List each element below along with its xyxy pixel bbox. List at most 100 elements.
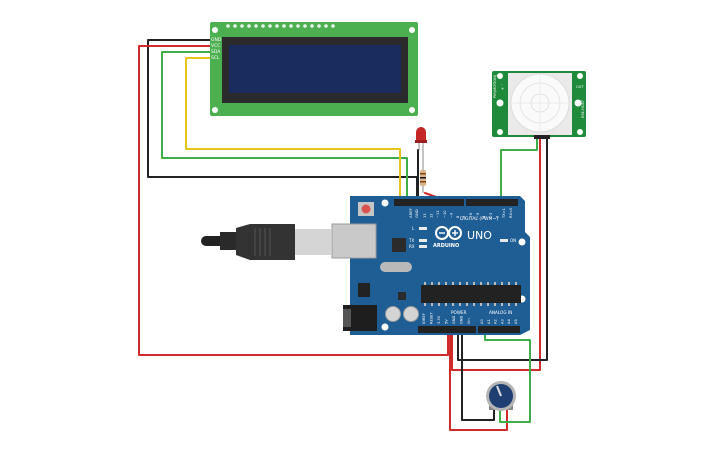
- analog-pin-label-2: A2: [494, 319, 498, 324]
- analog-in-label: ANALOG IN: [489, 310, 512, 315]
- led-l-label: L: [412, 226, 415, 231]
- power-pin-label-5: GND: [460, 316, 464, 324]
- wire-pot-wiper[interactable]: [484, 329, 531, 423]
- led-l: [419, 227, 427, 230]
- lcd-screen: [229, 45, 401, 93]
- digital-header-label: DIGITAL (PWM~): [460, 216, 498, 222]
- digital-pin-label-9: 4: [482, 215, 486, 218]
- mount-hole: [409, 27, 415, 33]
- potentiometer[interactable]: [486, 381, 516, 411]
- wire-lcd-scl[interactable]: [185, 57, 401, 203]
- aref-label: AREF: [408, 208, 413, 218]
- mount-hole: [574, 99, 582, 107]
- pir-pin-out-label: OUT: [576, 85, 584, 89]
- analog-pin-label-4: A4: [507, 319, 511, 324]
- resistor[interactable]: [420, 165, 426, 193]
- analog-pin-label-0: A0: [480, 319, 484, 324]
- power-pin-label-1: RESET: [430, 312, 434, 324]
- mount-hole: [577, 73, 583, 79]
- pir-pin-header: [534, 135, 550, 139]
- lcd-module[interactable]: GND VCC SDA SCL: [210, 22, 418, 116]
- lcd-header-pins: [226, 24, 335, 28]
- lcd-pin-vcc-label: VCC: [211, 43, 220, 49]
- wire-lcd-sda[interactable]: [161, 51, 408, 203]
- capacitor: [385, 306, 401, 322]
- mount-hole: [212, 107, 218, 113]
- analog-pin-label-1: A1: [487, 319, 491, 324]
- wire-pot-vcc[interactable]: [449, 329, 508, 431]
- digital-pin-label-1: 12: [430, 213, 434, 218]
- pir-right-label: ESE-HC87: [581, 100, 585, 118]
- red-led[interactable]: [415, 127, 427, 165]
- led-tx: [419, 239, 427, 242]
- crystal-oscillator: [380, 262, 412, 272]
- mount-hole: [496, 99, 504, 107]
- wire-pir-gnd[interactable]: [457, 137, 548, 361]
- mount-hole: [577, 129, 583, 135]
- pir-pin-gnd-label: -: [501, 82, 503, 87]
- mount-hole: [381, 199, 389, 207]
- lcd-pin-gnd-label: GND: [211, 37, 222, 43]
- pot-knob-indicator: [496, 385, 502, 397]
- analog-pin-label-5: A5: [514, 319, 518, 324]
- power-label: POWER: [451, 310, 467, 315]
- digital-pin-label-7: ~6: [469, 212, 473, 218]
- digital-pin-label-12: TX>1: [502, 208, 506, 219]
- power-pin-label-6: Vin: [467, 318, 471, 324]
- lcd-pin-sda-label: SDA: [211, 49, 221, 55]
- mount-hole: [518, 238, 526, 246]
- digital-pin-label-5: 8: [456, 215, 460, 218]
- digital-pin-label-10: ~3: [489, 213, 493, 218]
- led-rx: [419, 245, 427, 248]
- digital-header-right[interactable]: [466, 199, 518, 206]
- pir-pin-vcc-label: +: [501, 86, 504, 91]
- digital-pin-label-11: 2: [496, 216, 500, 218]
- digital-header-left[interactable]: [394, 199, 464, 206]
- usb-b-jack: [331, 223, 377, 259]
- analog-header[interactable]: [478, 326, 520, 333]
- atmega-chip: [421, 282, 521, 306]
- digital-pin-label-4: ~9: [449, 212, 453, 218]
- arduino-logo-icon: [435, 226, 462, 240]
- usb-controller-chip: [392, 238, 406, 252]
- led-rx-label: RX: [409, 244, 415, 249]
- voltage-regulator: [358, 283, 370, 297]
- usb-cable[interactable]: [201, 224, 331, 260]
- wire-pot-gnd[interactable]: [461, 329, 495, 421]
- mount-hole: [409, 107, 415, 113]
- led-tx-label: TX: [408, 238, 414, 243]
- pir-sensor[interactable]: PIR(MOTION) ESE-HC87 + OUT -: [492, 71, 586, 139]
- digital-pin-label-2: ~11: [436, 210, 440, 218]
- wire-lcd-vcc[interactable]: [138, 45, 449, 356]
- usb-plug-metal: [295, 229, 331, 255]
- power-pin-label-0: IOREF: [422, 313, 426, 324]
- brand-label: ARDUINO: [433, 243, 459, 249]
- lcd-pin-scl-label: SCL: [211, 55, 220, 61]
- mount-hole: [497, 73, 503, 79]
- capacitor: [403, 306, 419, 322]
- wire-pir-out[interactable]: [500, 137, 538, 203]
- analog-pin-label-3: A3: [500, 319, 504, 324]
- mount-hole: [212, 27, 218, 33]
- pir-left-label: PIR(MOTION): [493, 74, 497, 98]
- digital-pin-label-8: ~5: [476, 213, 480, 218]
- small-chip: [398, 292, 406, 300]
- power-pin-label-4: GND: [452, 316, 456, 324]
- wire-pir-vcc[interactable]: [451, 137, 541, 371]
- mount-hole: [497, 129, 503, 135]
- digital-pin-label-13: RX<0: [509, 207, 513, 218]
- usb-cable-strain: [201, 236, 225, 246]
- power-pin-label-3: 5V: [445, 319, 449, 324]
- digital-pin-label-6: 7: [463, 216, 467, 218]
- power-header[interactable]: [418, 326, 476, 333]
- led-on-label: ON: [510, 238, 516, 243]
- board-model-label: UNO: [467, 229, 492, 242]
- digital-pin-label-0: 13: [423, 213, 427, 218]
- led-on: [500, 239, 508, 242]
- digital-pin-label-3: ~10: [443, 210, 447, 218]
